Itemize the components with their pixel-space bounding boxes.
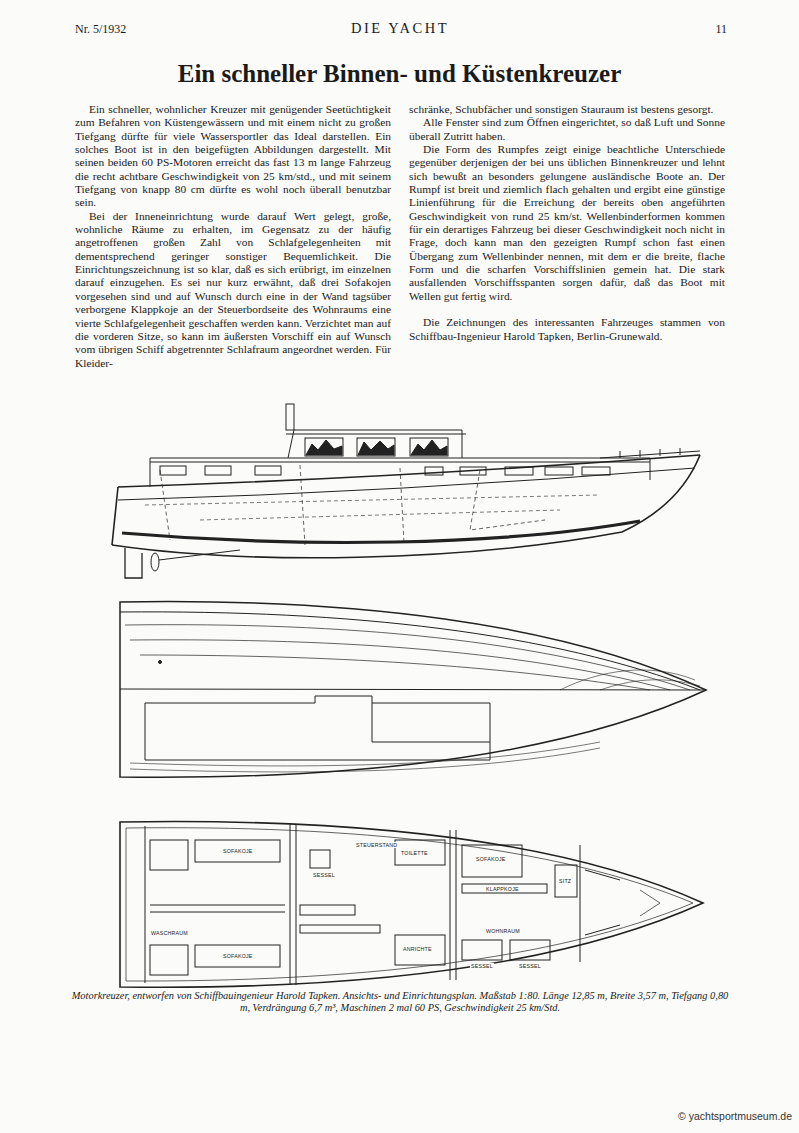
room-label: SITZ — [558, 878, 572, 884]
text-column: schränke, Schubfächer und sonstigen Stau… — [409, 103, 725, 343]
room-label: WOHNRAUM — [485, 928, 521, 934]
room-label: WASCHRAUM — [150, 930, 189, 936]
page-number: 11 — [715, 22, 727, 37]
body-paragraph: Ein schneller, wohnlicher Kreuzer mit ge… — [75, 103, 391, 210]
room-label: SESSEL — [518, 963, 542, 969]
figure-caption: Motorkreuzer, entworfen von Schiffbauing… — [68, 990, 732, 1014]
body-paragraph: schränke, Schubfächer und sonstigen Stau… — [409, 103, 725, 116]
room-label: SOFAKOJE — [222, 953, 254, 959]
room-label: KLAPPKOJE — [485, 886, 520, 892]
plan-view — [120, 602, 706, 778]
page-title: Ein schneller Binnen- und Küstenkreuzer — [0, 60, 799, 88]
room-label: SESSEL — [312, 872, 336, 878]
room-label: ANRICHTE — [402, 946, 433, 952]
room-label: STEUERSTAND — [355, 842, 398, 848]
text-column: Ein schneller, wohnlicher Kreuzer mit ge… — [75, 103, 391, 370]
masthead: DIE YACHT — [351, 20, 449, 37]
body-paragraph: Alle Fenster sind zum Öffnen eingerichte… — [409, 116, 725, 143]
room-label: SOFAKOJE — [222, 848, 254, 854]
interior-plan — [120, 822, 703, 988]
room-label: SOFAKOJE — [475, 856, 507, 862]
body-paragraph: Bei der Inneneinrichtung wurde darauf We… — [75, 210, 391, 370]
issue-number: Nr. 5/1932 — [75, 22, 126, 37]
body-paragraph: Die Form des Rumpfes zeigt einige beacht… — [409, 143, 725, 303]
room-label: TOILETTE — [400, 850, 429, 856]
watermark: © yachtsportmuseum.de — [678, 1110, 792, 1122]
profile-view — [112, 404, 700, 578]
body-paragraph: Die Zeichnungen des interessanten Fahrze… — [409, 316, 725, 343]
room-label: SESSEL — [470, 963, 494, 969]
